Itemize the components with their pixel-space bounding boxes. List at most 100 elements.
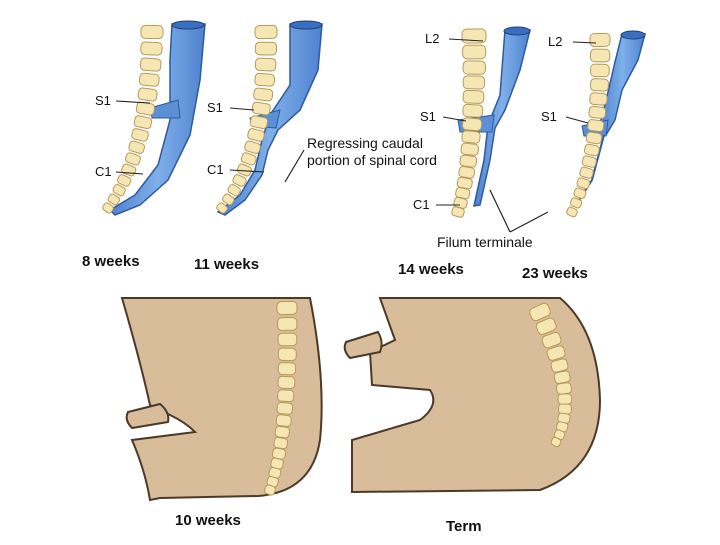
vertebra [216,202,228,214]
vertebra [276,401,294,415]
vertebra [460,142,479,156]
vertebra [462,89,485,104]
vertebra [249,115,269,130]
limb-bud-term [343,330,383,360]
segment-pointer-lines [115,38,597,206]
vertebra [240,152,257,166]
vertebra [275,414,292,427]
caption-11-weeks: 11 weeks [194,256,260,273]
body-outline-10-weeks [120,297,323,502]
vertebra [254,24,278,40]
vertebra [587,119,605,133]
vertebra [276,300,298,316]
vertebra [576,177,591,190]
vertebra [550,358,569,373]
vertebra [459,154,478,168]
vertebra [277,362,297,376]
caption-10-weeks: 10 weeks [175,512,241,529]
regressing-pointer-line [284,149,305,183]
vertebra [462,44,487,60]
vertebra [277,317,298,331]
vertebral-column-11-weeks [216,24,278,214]
label-c1-11-weeks: C1 [207,162,224,177]
vertebra [589,32,611,48]
vertebra [461,117,483,132]
vertebra [273,436,289,450]
vertebra [590,63,610,78]
caption-23-weeks: 23 weeks [522,265,588,282]
caption-14-weeks: 14 weeks [398,261,464,278]
vertebra [458,165,476,179]
vertebra [451,206,465,218]
vertebra [253,87,274,102]
vertebra [135,101,156,116]
vertebra [277,347,297,361]
label-s1-14-weeks: S1 [420,109,436,124]
vertebra [277,375,296,390]
vertebra [541,331,562,349]
cord-top-8-weeks [171,20,205,30]
cord-top-14-weeks [503,26,531,36]
label-c1-8-weeks: C1 [95,164,112,179]
vertebra [251,101,271,116]
label-filum-terminale: Filum terminale [437,234,533,250]
vertebra [232,174,247,187]
vertebra [138,72,160,87]
vertebra [112,184,126,197]
vertebra [585,131,603,145]
vertebra [573,187,587,199]
vertebra [227,183,241,197]
vertebral-column-23-weeks [566,32,611,218]
vertebra [461,130,481,144]
spinal-cord-23-weeks [599,33,646,137]
vertebra [588,105,607,119]
vertebra [558,403,572,415]
label-s1-23-weeks: S1 [541,109,557,124]
label-s1-8-weeks: S1 [95,93,111,108]
vertebra [124,152,141,166]
vertebra [462,60,486,75]
vertebra [550,436,562,448]
vertebra [557,393,573,405]
vertebra [589,48,611,63]
vertebra [589,78,609,92]
vertebra [462,75,486,90]
cord-top-11-weeks [289,20,323,30]
vertebra [107,193,121,206]
vertebral-column-14-weeks [451,28,487,218]
panel-term [343,297,602,494]
vertebra [131,128,149,142]
vertebra [589,92,608,106]
limb-bud-10-weeks [125,402,170,430]
vertebra [133,115,153,130]
spinal-cord-8-weeks [108,23,206,216]
vertebra [535,317,557,335]
label-c1-14-weeks: C1 [413,197,430,212]
vertebra [140,41,163,56]
vertebra [529,302,551,322]
label-s1-11-weeks: S1 [207,100,223,115]
vertebral-column-term [529,302,573,448]
caption-term: Term [446,518,482,535]
vertebra [583,143,600,157]
vertebra [128,140,146,154]
vertebra [139,57,162,72]
vertebra [254,57,277,72]
vertebra [556,382,572,395]
vertebra [102,202,114,214]
panel-14-weeks [451,26,531,218]
cord-top-23-weeks [620,30,646,40]
vertebra [254,72,276,87]
vertebra [581,155,597,168]
vertebra [236,163,252,177]
vertebra [546,345,566,361]
vertebra [579,166,594,179]
panel-8-weeks [102,20,206,216]
body-outline-term [351,297,602,494]
vertebra [462,103,484,118]
filum-pointer-line-left [489,189,511,233]
vertebra [222,193,235,206]
vertebra [277,332,298,347]
